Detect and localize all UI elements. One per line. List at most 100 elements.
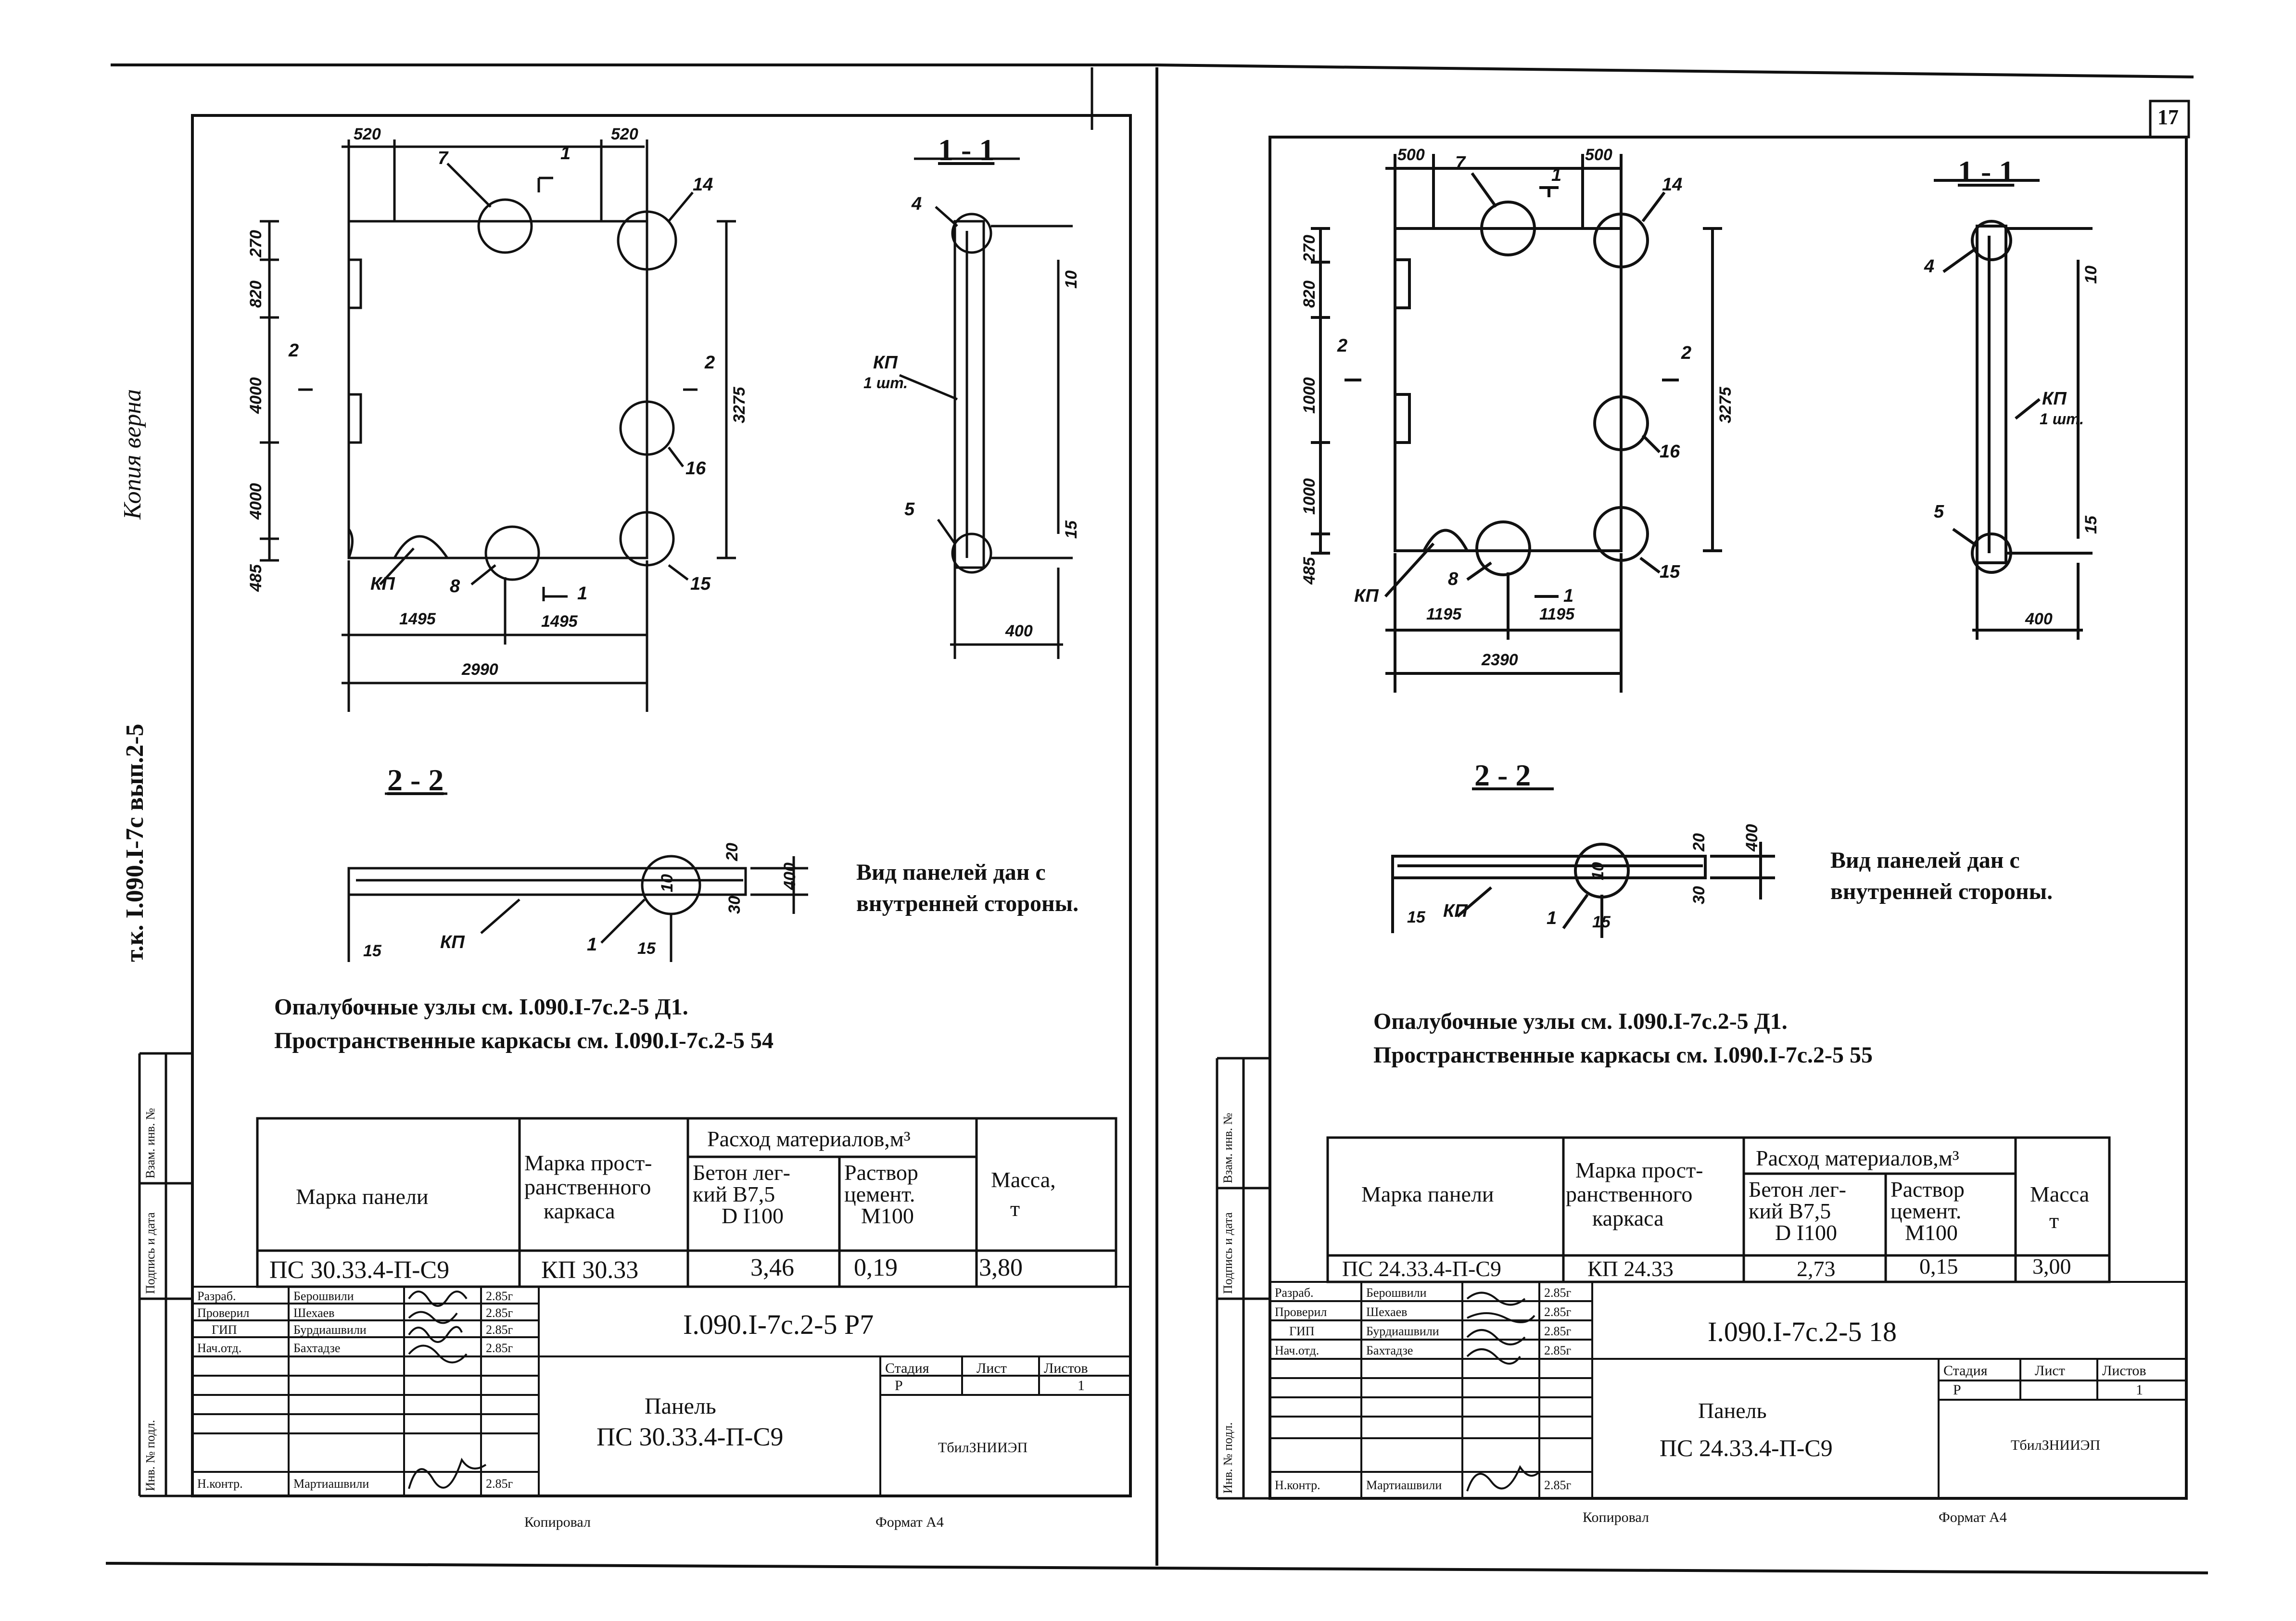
sheets-header: Листов (1044, 1360, 1088, 1376)
table-header: каркаса (1592, 1206, 1664, 1230)
footer-format: Формат А4 (875, 1514, 944, 1530)
cut-label: 1 (1551, 165, 1562, 185)
stamp-role: ГИП (212, 1323, 237, 1337)
stamp-name: Бурдиашвили (293, 1323, 367, 1337)
node-label: 15 (1660, 562, 1680, 582)
dim-label: 2390 (1482, 651, 1518, 669)
general-note: Опалубочные узлы см. I.090.I-7с.2-5 Д1. (1373, 1009, 1788, 1034)
dim-label: 270 (247, 230, 265, 257)
dim-label: 1195 (1426, 605, 1462, 623)
node-label: 16 (685, 458, 706, 479)
inventory-label: Взам. инв. № (1221, 1113, 1235, 1183)
general-note: Опалубочные узлы см. I.090.I-7с.2-5 Д1. (274, 994, 688, 1020)
stamp-date: 2.85г (1544, 1286, 1572, 1300)
stamp-date: 2.85г (486, 1289, 513, 1303)
stamp-date: 2.85г (1544, 1324, 1572, 1338)
view-note: внутренней стороны. (856, 891, 1079, 916)
node-label: 7 (1455, 153, 1466, 173)
table-header: Раствор (1890, 1177, 1965, 1202)
footer-copied: Копировал (1583, 1509, 1649, 1525)
stamp-date: 2.85г (1544, 1305, 1572, 1319)
general-note: Пространственные каркасы см. I.090.I-7с.… (274, 1028, 774, 1053)
sheets-header: Листов (2102, 1363, 2146, 1379)
node-label: 14 (693, 175, 713, 195)
document-code: I.090.I-7с.2-5 18 (1708, 1316, 1897, 1347)
stamp-date: 2.85г (486, 1341, 513, 1355)
stamp-role: Проверил (1275, 1305, 1327, 1319)
dim-label: 820 (247, 280, 265, 308)
stamp-date: 2.85г (1544, 1478, 1572, 1492)
frame-label: КП (1443, 901, 1468, 921)
dim-label: 15 (637, 939, 656, 958)
stage-value: Р (895, 1378, 903, 1393)
sheets-value: 1 (2136, 1382, 2143, 1398)
node-label: 8 (450, 576, 460, 596)
stamp-date: 2.85г (486, 1306, 513, 1320)
frame-label: КП (873, 353, 898, 373)
table-header: Масса, (991, 1167, 1056, 1192)
node-label: 4 (912, 194, 922, 214)
dim-label: 520 (354, 125, 381, 143)
table-header: т (2049, 1208, 2059, 1233)
table-header: кий В7,5 (693, 1182, 775, 1206)
table-cell: ПС 24.33.4-П-С9 (1342, 1256, 1501, 1281)
stage-header: Стадия (1943, 1363, 1988, 1379)
table-header: Марка панели (296, 1184, 429, 1209)
section-title: 1 - 1 (1958, 154, 2015, 189)
table-cell: КП 24.33 (1587, 1256, 1674, 1281)
dim-label: 15 (1062, 520, 1080, 539)
dim-label: 2990 (462, 660, 498, 679)
stamp-name: Берошвили (293, 1289, 354, 1303)
table-cell: 0,15 (1919, 1254, 1958, 1279)
inventory-label: Взам. инв. № (143, 1108, 157, 1178)
frame-label: КП (2042, 389, 2067, 409)
stamp-name: Берошвили (1366, 1286, 1427, 1300)
table-cell: 3,00 (2032, 1254, 2071, 1279)
table-header: D I100 (1775, 1220, 1838, 1245)
table-header: Раствор (844, 1160, 918, 1185)
stamp-role: Н.контр. (197, 1477, 243, 1491)
section-title: 2 - 2 (1474, 758, 1531, 792)
dim-label: 520 (611, 125, 638, 143)
cut-label: 1 (1563, 586, 1574, 606)
frame-label: КП (370, 574, 395, 594)
stamp-role: Нач.отд. (1275, 1343, 1319, 1357)
stamp-name: Шехаев (293, 1306, 335, 1320)
table-header: т (1010, 1196, 1020, 1221)
table-header: цемент. (1890, 1199, 1962, 1223)
dim-label: 20 (1690, 833, 1708, 851)
table-header: цемент. (844, 1182, 915, 1206)
dim-label: 10 (1062, 270, 1080, 289)
dim-label: 10 (658, 874, 676, 892)
sheet-header: Лист (2035, 1363, 2065, 1379)
node-label: 1 (587, 935, 597, 955)
table-header: кий В7,5 (1749, 1199, 1831, 1223)
table-cell: ПС 30.33.4-П-С9 (269, 1256, 450, 1284)
stamp-name: Мартиашвили (1366, 1478, 1442, 1492)
frame-qty: 1 шт. (863, 374, 908, 392)
frame-label: КП (440, 932, 465, 952)
cut-label: 2 (705, 353, 715, 373)
table-cell: 2,73 (1797, 1256, 1836, 1281)
sheet-header: Лист (977, 1360, 1007, 1376)
cut-label: 1 (577, 583, 588, 604)
document-code: I.090.I-7с.2-5 Р7 (683, 1309, 874, 1340)
node-label: 5 (1934, 502, 1944, 522)
page-number: 17 (2157, 105, 2179, 129)
view-note: Вид панелей дан с (856, 860, 1046, 885)
dim-label: 270 (1300, 235, 1319, 262)
table-header: Бетон лег- (693, 1160, 791, 1185)
section-title: 2 - 2 (387, 763, 444, 797)
frame-label: КП (1354, 586, 1379, 606)
table-header: ранственного (524, 1175, 651, 1199)
sheet-title: ПС 24.33.4-П-С9 (1660, 1434, 1833, 1461)
node-label: 15 (690, 574, 711, 594)
sheet-title: ПС 30.33.4-П-С9 (596, 1422, 784, 1451)
dim-label: 20 (723, 843, 741, 861)
inventory-label: Подпись и дата (1221, 1212, 1235, 1294)
node-label: 7 (438, 148, 448, 168)
dim-label: 1495 (399, 610, 436, 628)
table-header: D I100 (722, 1203, 784, 1228)
